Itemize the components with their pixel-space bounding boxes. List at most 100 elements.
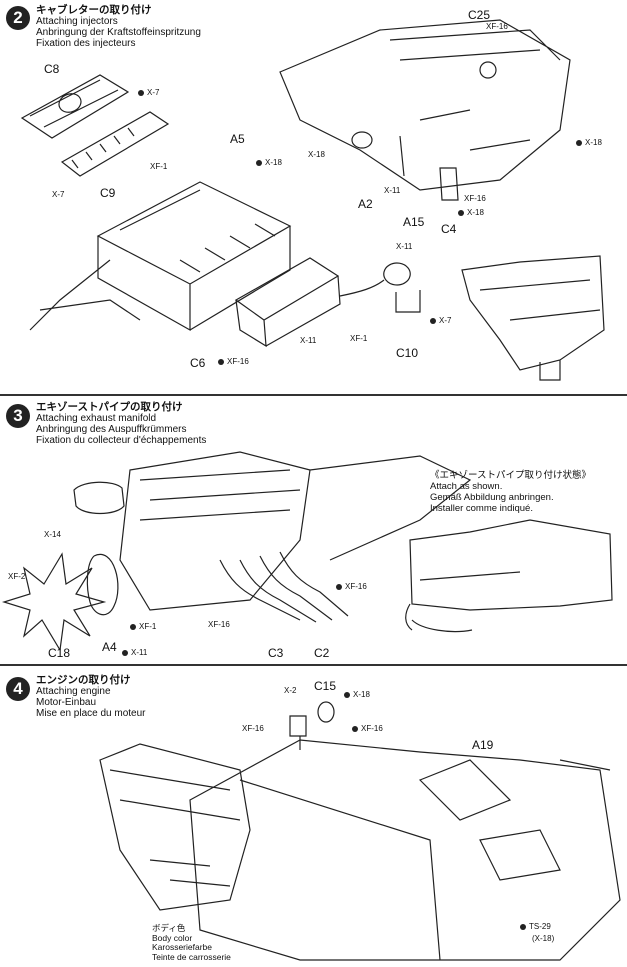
attach-note: 《エキゾーストパイプ取り付け状態》 Attach as shown. Gemäß… xyxy=(430,470,591,514)
paint-callout: X-18 xyxy=(256,158,282,167)
part-label: A2 xyxy=(358,197,373,211)
engine-drawing-step3 xyxy=(120,452,470,610)
paint-callout: X-14 xyxy=(44,530,61,539)
paint-callout: X-11 xyxy=(384,186,401,195)
part-label: C9 xyxy=(100,186,116,200)
paint-callout: XF-1 xyxy=(350,334,368,343)
step-divider xyxy=(0,664,627,666)
mount-parts-step4 xyxy=(290,702,334,750)
title-de: Anbringung des Auspuffkrümmers xyxy=(36,424,187,435)
paint-callout: XF-16 xyxy=(242,724,264,733)
paint-callout: XF-16 xyxy=(208,620,230,629)
paint-callout: XF-16 xyxy=(486,22,508,31)
paint-callout: X-2 xyxy=(284,686,297,695)
body-color-fr: Teinte de carrosserie xyxy=(152,951,231,962)
paint-callout: X-7 xyxy=(430,316,451,325)
fan-drawing xyxy=(4,554,104,650)
paint-callout: XF-16 xyxy=(352,724,383,733)
title-jp: キャブレターの取り付け xyxy=(36,4,152,16)
title-en: Attaching engine xyxy=(36,686,111,697)
paint-callout: X-11 xyxy=(300,336,317,345)
mini-engine-view xyxy=(462,256,604,380)
paint-callout: X-11 xyxy=(122,648,147,657)
paint-callout: XF-16 xyxy=(336,582,367,591)
plenum-drawing xyxy=(62,112,168,176)
paint-dot-icon xyxy=(352,725,358,732)
body-color-note: ボディ色 Body color Karosseriefarbe Teinte d… xyxy=(152,923,231,962)
title-de: Anbringung der Kraftstoffeinspritzung xyxy=(36,27,201,38)
paint-dot-icon xyxy=(520,923,526,930)
part-label: C3 xyxy=(268,646,284,660)
air-cleaner-drawing xyxy=(74,482,124,513)
paint-callout: TS-29 xyxy=(520,922,551,931)
injector-rail-drawing xyxy=(180,224,275,272)
paint-dot-icon xyxy=(122,649,128,656)
title-fr: Mise en place du moteur xyxy=(36,708,146,719)
paint-dot-icon xyxy=(336,583,342,590)
paint-callout: XF-1 xyxy=(150,162,168,171)
intake-cover-drawing xyxy=(22,75,128,138)
part-label: C15 xyxy=(314,679,337,693)
chassis-drawing xyxy=(190,740,620,960)
title-en: Attaching injectors xyxy=(36,16,118,27)
paint-callout: X-18 xyxy=(458,208,484,217)
step-number: 3 xyxy=(6,404,30,428)
part-label: C4 xyxy=(441,222,457,236)
intake-hose-drawing xyxy=(340,263,420,312)
title-jp: エキゾーストパイプの取り付け xyxy=(36,401,183,413)
paint-dot-icon xyxy=(430,317,436,324)
title-en: Attaching exhaust manifold xyxy=(36,413,157,424)
body-color-en: Body color xyxy=(152,932,193,943)
part-label: C10 xyxy=(396,346,419,360)
paint-callout: X-11 xyxy=(396,242,413,251)
note-de: Gemäß Abbildung anbringen. xyxy=(430,492,554,503)
paint-callout: (X-18) xyxy=(532,934,555,943)
paint-callout: X-18 xyxy=(576,138,602,147)
body-color-jp: ボディ色 xyxy=(152,923,186,933)
paint-callout: XF-16 xyxy=(218,357,249,366)
paint-dot-icon xyxy=(344,691,350,698)
part-label: C6 xyxy=(190,356,206,370)
title-de: Motor-Einbau xyxy=(36,697,97,708)
part-label: C18 xyxy=(48,646,71,660)
paint-callout: XF-16 xyxy=(464,194,486,203)
part-label: A4 xyxy=(102,640,117,654)
paint-dot-icon xyxy=(458,209,464,216)
paint-dot-icon xyxy=(256,159,262,166)
note-en: Attach as shown. xyxy=(430,481,503,492)
engine-drawing-step4 xyxy=(100,744,250,910)
paint-callout: X-7 xyxy=(52,190,65,199)
paint-callout: X-18 xyxy=(344,690,370,699)
engine-drawing-step2 xyxy=(30,182,290,330)
part-label: A5 xyxy=(230,132,245,146)
small-parts-step2 xyxy=(352,62,496,200)
exhaust-manifold-drawing xyxy=(220,552,348,622)
body-color-de: Karosseriefarbe xyxy=(152,942,213,952)
step-number: 2 xyxy=(6,6,30,30)
paint-callout: XF-1 xyxy=(130,622,156,631)
airbox-drawing xyxy=(236,258,340,346)
part-label: C25 xyxy=(468,8,491,22)
part-label: C8 xyxy=(44,62,60,76)
note-fr: Installer comme indiqué. xyxy=(430,503,533,514)
title-fr: Fixation du collecteur d'échappements xyxy=(36,435,207,446)
step-heading: エンジンの取り付け Attaching engine Motor-Einbau … xyxy=(36,674,146,720)
paint-callout: XF-2 xyxy=(8,572,26,581)
part-label: C2 xyxy=(314,646,330,660)
paint-callout: X-7 xyxy=(138,88,159,97)
part-label: A19 xyxy=(472,738,494,752)
paint-callout: X-18 xyxy=(308,150,325,159)
paint-dot-icon xyxy=(130,623,136,630)
step-number: 4 xyxy=(6,677,30,701)
engine-drawing-topright xyxy=(280,20,570,190)
title-fr: Fixation des injecteurs xyxy=(36,38,136,49)
paint-dot-icon xyxy=(218,358,224,365)
belt-drawing xyxy=(87,554,118,614)
paint-dot-icon xyxy=(576,139,582,146)
step-heading: エキゾーストパイプの取り付け Attaching exhaust manifol… xyxy=(36,401,207,447)
title-jp: エンジンの取り付け xyxy=(36,674,131,686)
step-heading: キャブレターの取り付け Attaching injectors Anbringu… xyxy=(36,4,201,50)
note-jp: 《エキゾーストパイプ取り付け状態》 xyxy=(430,470,592,481)
step-divider xyxy=(0,394,627,396)
